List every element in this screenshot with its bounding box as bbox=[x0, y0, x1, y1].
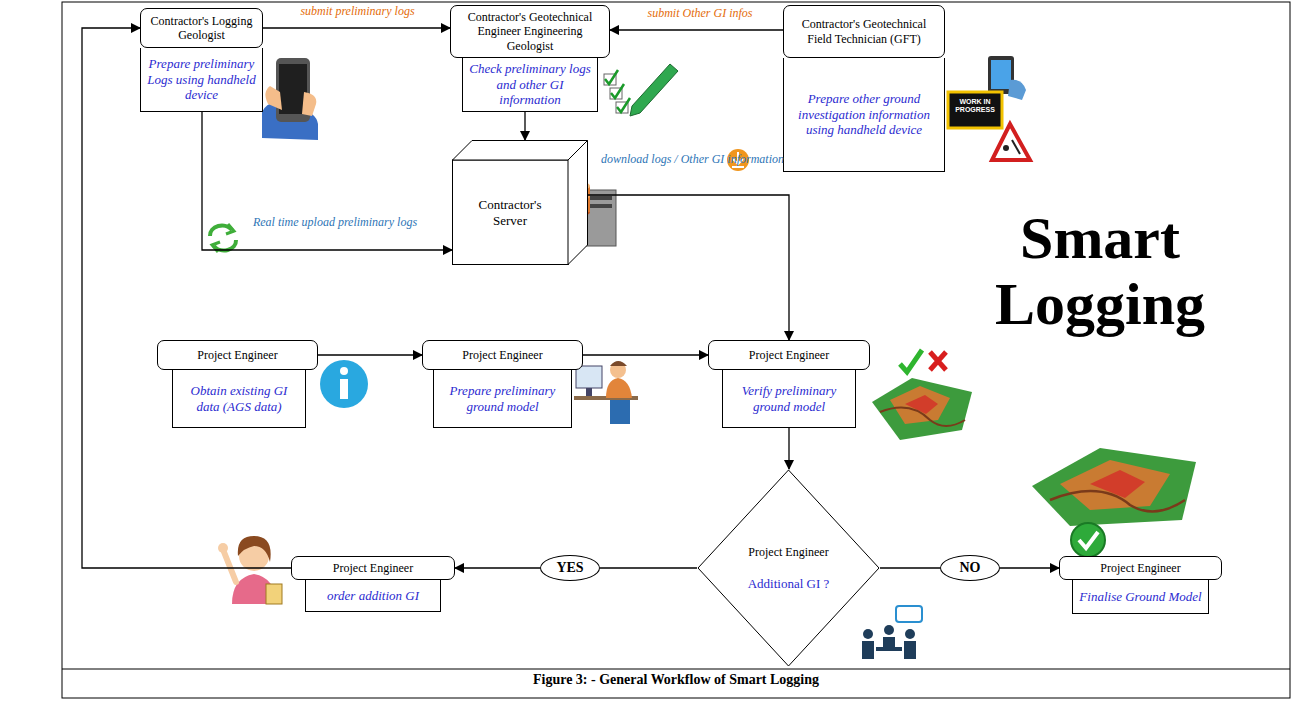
role-header: Project Engineer bbox=[291, 556, 455, 580]
edge-label: submit Other GI infos bbox=[625, 6, 775, 20]
diagram-title: Smart Logging bbox=[975, 205, 1225, 337]
role-header: Project Engineer bbox=[157, 340, 318, 370]
flow-connector bbox=[880, 567, 940, 568]
role-header: Contractor's Geotechnical Field Technici… bbox=[783, 5, 945, 58]
role-header: Project Engineer bbox=[422, 340, 583, 370]
decision-question: Additional GI ? bbox=[748, 576, 830, 592]
edge-label: download logs / Other GI information bbox=[600, 152, 785, 166]
info-icon bbox=[320, 360, 368, 408]
checklist-icon bbox=[604, 64, 678, 116]
flow-connector bbox=[524, 112, 525, 140]
process-box: Contractor's Logging GeologistPrepare pr… bbox=[140, 8, 263, 112]
task-text: Check preliminary logs and other GI info… bbox=[462, 58, 598, 112]
branch-label: YES bbox=[556, 560, 583, 576]
flow-connector bbox=[455, 567, 540, 568]
figure-caption: Figure 3: - General Workflow of Smart Lo… bbox=[62, 672, 1290, 688]
task-text: Prepare preliminary Logs using handheld … bbox=[140, 48, 263, 112]
task-text: order addition GI bbox=[305, 580, 441, 612]
server-face: Contractor's Server bbox=[452, 160, 568, 265]
process-box: Contractor's Geotechnical Engineer Engin… bbox=[450, 5, 610, 112]
flow-connector bbox=[583, 354, 708, 355]
process-box: Project EngineerPrepare preliminary grou… bbox=[422, 340, 583, 428]
process-box: Project EngineerFinalise Ground Model bbox=[1059, 556, 1222, 614]
process-box: Project Engineerorder addition GI bbox=[291, 556, 455, 612]
task-text: Prepare preliminary ground model bbox=[433, 370, 572, 428]
edge-label: submit preliminary logs bbox=[275, 4, 440, 18]
flow-connector bbox=[263, 27, 450, 28]
role-header: Contractor's Geotechnical Engineer Engin… bbox=[450, 5, 610, 58]
sign-text: WORK IN PROGRESS bbox=[953, 98, 997, 114]
task-text: Finalise Ground Model bbox=[1072, 580, 1209, 614]
role-header: Project Engineer bbox=[748, 545, 828, 560]
task-text: Verify preliminary ground model bbox=[722, 370, 856, 428]
sync-icon bbox=[210, 224, 236, 252]
figure-frame bbox=[62, 2, 1290, 698]
flow-connector bbox=[610, 29, 783, 30]
flow-connector bbox=[588, 195, 789, 340]
meeting-icon bbox=[862, 606, 922, 659]
person-computer-icon bbox=[574, 361, 638, 424]
woman-waving-icon bbox=[218, 536, 282, 604]
role-header: Contractor's Logging Geologist bbox=[140, 8, 263, 48]
edge-label: Real time upload preliminary logs bbox=[240, 215, 430, 229]
flow-connector bbox=[318, 354, 422, 355]
task-text: Prepare other ground investigation infor… bbox=[783, 58, 945, 172]
role-header: Project Engineer bbox=[708, 340, 870, 370]
task-text: Obtain existing GI data (AGS data) bbox=[172, 370, 306, 428]
decision-branch: YES bbox=[540, 555, 600, 581]
flow-connector bbox=[600, 567, 697, 568]
role-header: Project Engineer bbox=[1059, 556, 1222, 580]
terrain-check-icon bbox=[872, 350, 972, 440]
terrain-final-icon bbox=[1032, 448, 1196, 557]
flow-connector bbox=[202, 112, 452, 250]
diamond-outline bbox=[697, 469, 880, 667]
flow-connector bbox=[82, 28, 291, 568]
decision-diamond: Project EngineerAdditional GI ? bbox=[697, 469, 880, 667]
flow-connector bbox=[788, 428, 789, 469]
handheld-phone-icon bbox=[262, 58, 318, 140]
process-box: Contractor's Geotechnical Field Technici… bbox=[783, 5, 945, 172]
work-sign-icon bbox=[948, 56, 1030, 160]
caption-divider bbox=[62, 669, 1290, 670]
flow-connector bbox=[1000, 567, 1059, 568]
decision-branch: NO bbox=[940, 555, 1000, 581]
server-label: Contractor's Server bbox=[465, 197, 555, 229]
branch-label: NO bbox=[960, 560, 981, 576]
process-box: Project EngineerObtain existing GI data … bbox=[157, 340, 318, 428]
process-box: Project EngineerVerify preliminary groun… bbox=[708, 340, 870, 428]
server-box: Contractor's Server bbox=[452, 140, 588, 265]
